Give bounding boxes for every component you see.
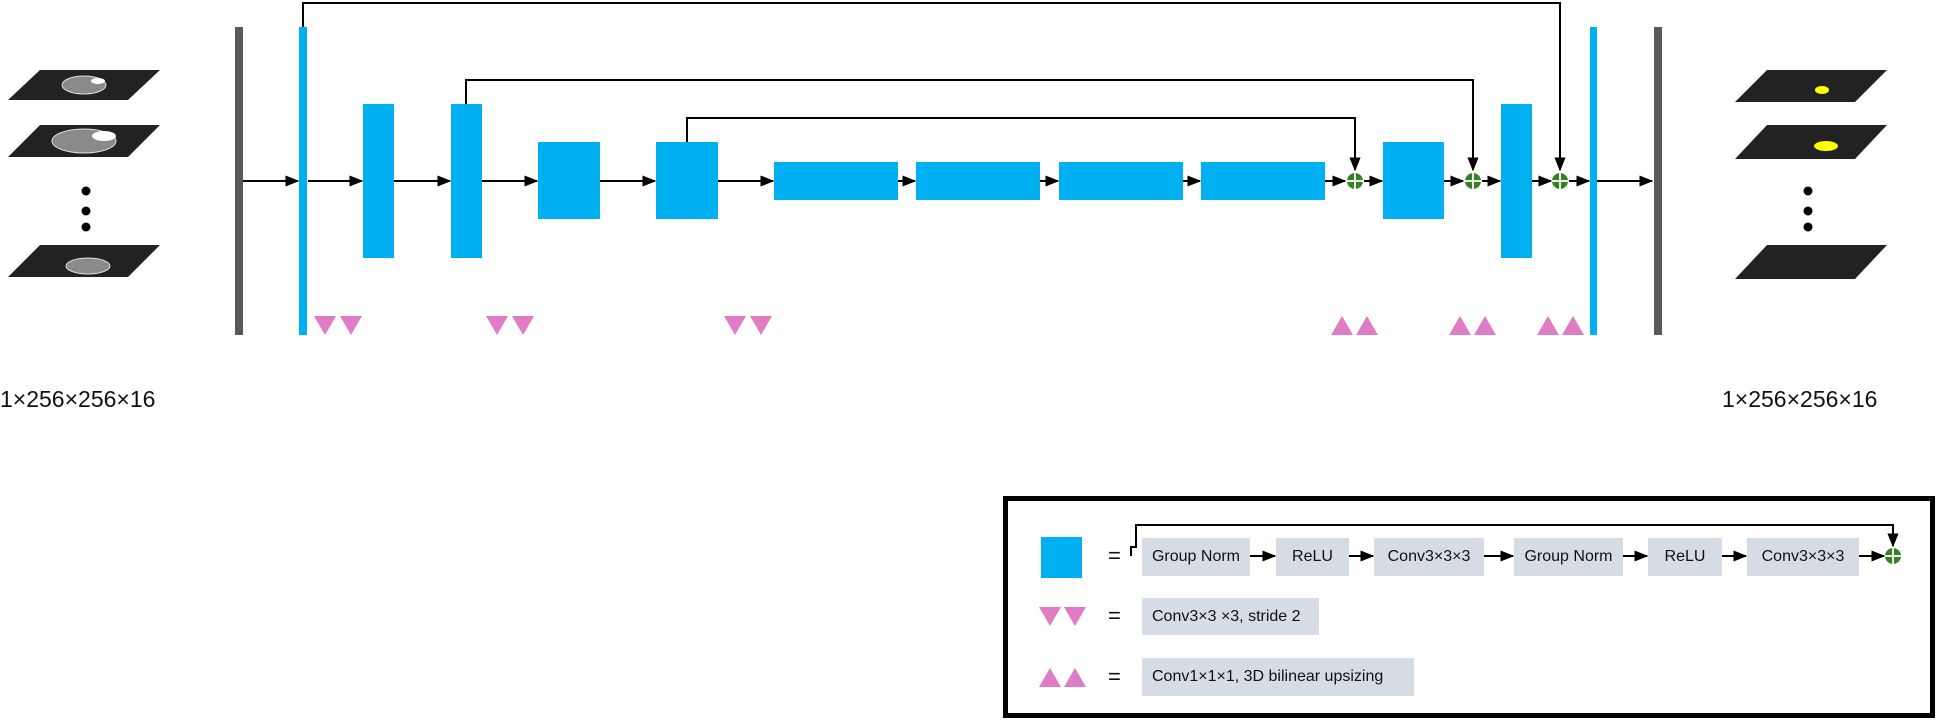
bottleneck-block-2 <box>916 162 1040 200</box>
encoder-block-2 <box>451 104 482 258</box>
triangle-up-pair-icon <box>1537 316 1584 335</box>
lesion-region <box>65 257 111 275</box>
downsample-markers <box>314 316 772 335</box>
legend-flow <box>1130 524 1899 562</box>
skip-connection-1 <box>302 2 1566 172</box>
upsample-description: Conv1×1×1, 3D bilinear upsizing <box>1142 658 1414 696</box>
output-conv-block <box>1590 27 1597 335</box>
ellipsis-dot <box>81 186 91 196</box>
group-norm-block: Group Norm <box>1142 538 1250 576</box>
equals-sign: = <box>1108 543 1121 568</box>
relu-block: ReLU <box>1276 538 1349 576</box>
conv-block: Conv3×3×3 <box>1374 538 1484 576</box>
output-slice-2 <box>1735 125 1887 159</box>
bottleneck-block-4 <box>1201 162 1325 200</box>
equals-sign: = <box>1108 603 1121 628</box>
output-dimension-label: 1×256×256×16 <box>1722 386 1878 412</box>
triangle-up-pair-icon <box>1331 316 1378 335</box>
legend-skip-connection <box>1130 524 1899 556</box>
residual-block-swatch <box>1041 537 1082 578</box>
network-blocks <box>299 27 1597 335</box>
downsample-description: Conv3×3 ×3, stride 2 <box>1142 598 1319 635</box>
ellipsis-dot <box>81 206 91 216</box>
output-slice-1 <box>1735 70 1887 102</box>
ellipsis-dot <box>1803 186 1813 196</box>
upsample-markers <box>1331 316 1584 335</box>
ellipsis-dot <box>1803 222 1813 232</box>
output-slice-3 <box>1735 245 1887 279</box>
triangle-down-pair-icon <box>314 316 362 335</box>
decoder-block-1 <box>1383 142 1444 219</box>
sum-nodes <box>1347 173 1568 189</box>
circled-plus-icon <box>1465 173 1481 189</box>
decoder-block-2 <box>1501 104 1532 258</box>
equals-sign: = <box>1108 664 1121 689</box>
bottleneck-block-3 <box>1059 162 1183 200</box>
ellipsis-dot <box>1803 206 1813 216</box>
circled-plus-icon <box>1347 173 1363 189</box>
output-bar <box>1654 27 1662 335</box>
conv-block: Conv3×3×3 <box>1747 538 1859 576</box>
triangle-up-pair-icon <box>1039 668 1086 687</box>
skip-connection-3 <box>686 117 1361 172</box>
legend-panel <box>1003 496 1935 718</box>
triangle-down-pair-icon <box>724 316 772 335</box>
segmentation-mask <box>1814 141 1838 151</box>
triangle-down-pair-icon <box>486 316 534 335</box>
segmentation-mask <box>1815 86 1829 94</box>
output-mask-stack <box>1735 70 1887 279</box>
triangle-up-pair-icon <box>1449 316 1496 335</box>
tumor-region <box>91 78 105 84</box>
relu-block: ReLU <box>1648 538 1722 576</box>
group-norm-block: Group Norm <box>1514 538 1623 576</box>
skip-connection-2 <box>465 79 1479 172</box>
circled-plus-icon <box>1552 173 1568 189</box>
triangle-down-pair-icon <box>1039 607 1086 626</box>
encoder-block-1 <box>363 104 394 258</box>
circled-plus-icon <box>1885 548 1901 564</box>
tumor-region <box>92 131 116 141</box>
bottleneck-block-1 <box>774 162 898 200</box>
input-bar <box>235 27 243 335</box>
encoder-block-3 <box>538 142 600 219</box>
encoder-block-4 <box>656 142 718 219</box>
input-dimension-label: 1×256×256×16 <box>0 386 156 412</box>
input-image-stack <box>8 70 160 277</box>
input-conv-block <box>299 27 307 335</box>
skip-connections <box>302 2 1566 172</box>
ellipsis-dot <box>81 222 91 232</box>
